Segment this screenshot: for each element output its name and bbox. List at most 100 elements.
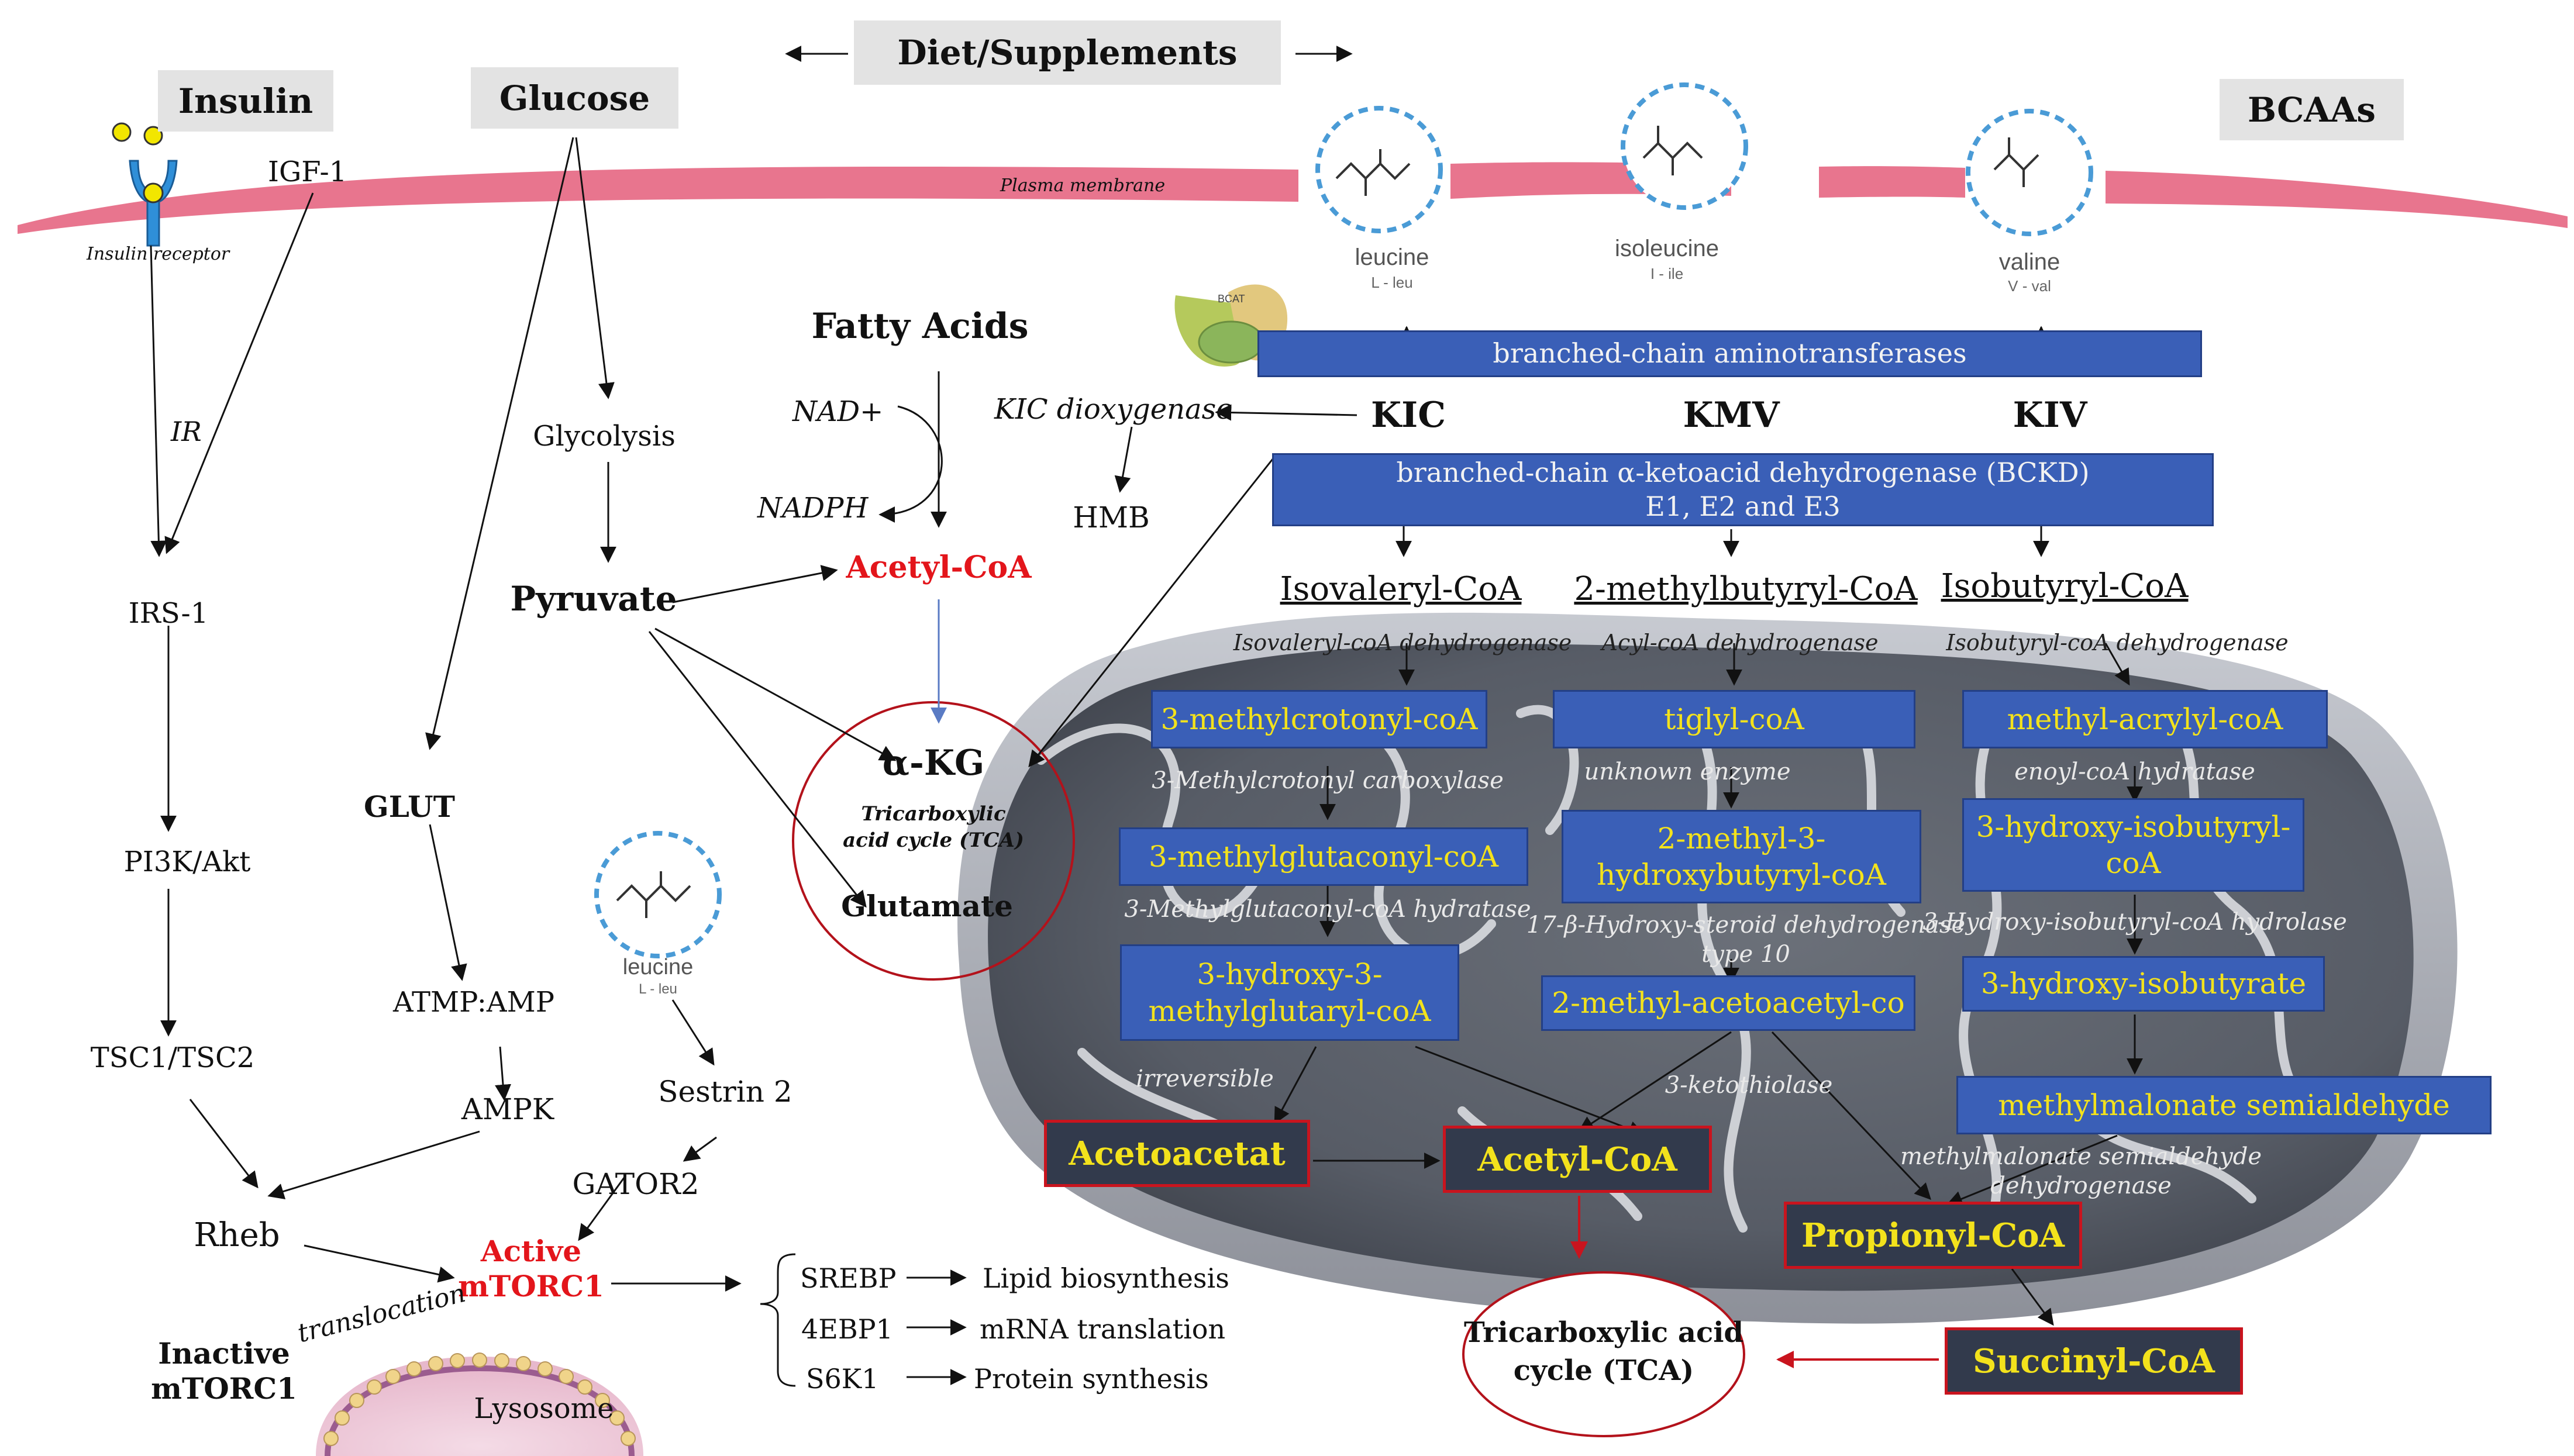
tsc-label: TSC1/TSC2 [90,1041,255,1074]
pi3k-label: PI3K/Akt [123,846,251,878]
plasma-membrane-label: Plasma membrane [1000,175,1166,196]
methylbutyryl-coa-label: 2-methylbutyryl-CoA [1574,570,1918,608]
methyl-acetoacetyl-co-box: 2-methyl-acetoacetyl-co [1541,975,1915,1031]
bckd-line1: branched-chain α-ketoacid dehydrogenase … [1396,457,2090,488]
molecule-structures [616,126,2039,918]
tca-bottom-line2: cycle (TCA) [1513,1354,1694,1387]
sestrin2-label: Sestrin 2 [658,1075,792,1109]
propionyl-coa-box: Propionyl-CoA [1784,1202,2082,1269]
hmb-label: HMB [1073,501,1150,534]
isovaleryl-dehydrogenase-note: Isovaleryl-coA dehydrogenase [1233,630,1572,655]
insulin-label: Insulin [158,70,333,132]
mhb-line1: 2-methyl-3- [1657,821,1826,855]
isobutyryl-dehydrogenase-note: Isobutyryl-coA dehydrogenase [1946,630,2289,655]
protein-synthesis-label: Protein synthesis [974,1363,1209,1395]
tca-small-line1: Tricarboxylic [861,802,1006,826]
acetyl-coa-box: Acetyl-CoA [1443,1126,1712,1193]
isoleucine-name: isoleucine [1615,236,1719,261]
glut-label: GLUT [364,789,455,824]
hmg-line1: 3-hydroxy-3- [1197,957,1383,991]
lipid-biosynthesis-label: Lipid biosynthesis [983,1262,1229,1294]
insulin-receptor-label: Insulin receptor [87,244,230,264]
isobutyryl-coa-label: Isobutyryl-CoA [1941,567,2189,605]
inactive-mtorc1-line1: Inactive [158,1336,290,1371]
methylmalonate-semialdehyde-box: methylmalonate semialdehyde [1956,1076,2492,1134]
atmp-amp-label: ATMP:AMP [392,986,555,1019]
valine-ring [1966,109,2093,236]
methylcrotonyl-carboxylase-note: 3-Methylcrotonyl carboxylase [1152,767,1504,794]
fatty-acids-label: Fatty Acids [811,306,1029,347]
nadph-label: NADPH [757,492,869,525]
hmg-line2: methylglutaryl-coA [1148,993,1431,1028]
kmv-label: KMV [1683,395,1780,436]
lysosome-icon [316,1353,643,1456]
glutamate-label: Glutamate [841,889,1013,923]
succinyl-coa-box: Succinyl-CoA [1945,1327,2243,1395]
methylcrotonyl-coa-box: 3-methylcrotonyl-coA [1151,690,1487,748]
hydroxy-isobutyryl-hydrolase-note: 3-Hydroxy-isobutyryl-coA hydrolase [1922,909,2347,936]
plasma-membrane-right-2 [1819,166,1965,198]
plasma-membrane-right-3 [2106,171,2568,228]
methyl-hydroxybutyryl-coa-box: 2-methyl-3- hydroxybutyryl-coA [1562,810,1921,903]
nad-label: NAD+ [792,395,884,428]
tca-bottom-line1: Tricarboxylic acid [1464,1316,1743,1349]
leucine2-abbr: L - leu [639,981,677,997]
bcat-icon-label: BCAT [1218,293,1245,305]
kic-dioxygenase-label: KIC dioxygenase [994,393,1233,426]
methyl-acrylyl-coa-box: methyl-acrylyl-coA [1962,690,2328,748]
plasma-membrane [18,166,1298,234]
acetoacetat-box: Acetoacetat [1044,1120,1310,1187]
igf1-label: IGF-1 [268,156,347,188]
acetyl-coa-top-label: Acetyl-CoA [846,550,1032,585]
isovaleryl-coa-label: Isovaleryl-CoA [1280,570,1522,608]
glucose-label: Glucose [471,67,678,129]
leucine2-ring [594,831,722,958]
rheb-label: Rheb [194,1216,280,1254]
hib-coa-line1: 3-hydroxy-isobutyryl- [1976,809,2291,844]
mmsa-dehydrogenase-note-1: methylmalonate semialdehyde [1900,1143,2262,1170]
tiglyl-coa-box: tiglyl-coA [1553,690,1915,748]
ampk-label: AMPK [461,1092,554,1126]
inactive-mtorc1-line2: mTORC1 [151,1371,297,1406]
methylglutaconyl-coa-box: 3-methylglutaconyl-coA [1119,827,1528,886]
enoyl-hydratase-note: enoyl-coA hydratase [2014,758,2255,785]
insulin-receptor-icon [112,122,178,247]
hydroxy-isobutyryl-coa-box: 3-hydroxy-isobutyryl- coA [1962,798,2304,892]
irreversible-note: irreversible [1136,1065,1274,1092]
hib-coa-line2: coA [2106,846,2161,880]
active-mtorc1-line1: Active [480,1234,582,1268]
tca-small-line2: acid cycle (TCA) [843,829,1024,852]
valine-name: valine [1998,249,2060,275]
ketothiolase-note: 3-ketothiolase [1665,1072,1833,1099]
kic-label: KIC [1371,395,1446,436]
isoleucine-abbr: I - ile [1650,265,1684,282]
unknown-enzyme-note: unknown enzyme [1584,758,1791,785]
leucine-abbr: L - leu [1371,274,1413,291]
hydroxy-methylglutaryl-coa-box: 3-hydroxy-3- methylglutaryl-coA [1120,944,1459,1041]
bcaas-label: BCAAs [2220,79,2404,140]
hydroxysteroid-dehydrogenase-note-2: type 10 [1701,941,1790,968]
mrna-translation-label: mRNA translation [980,1313,1226,1345]
s6k1-label: S6K1 [806,1363,879,1395]
irs1-label: IRS-1 [128,597,209,630]
mhb-line2: hydroxybutyryl-coA [1597,858,1886,892]
bcat-enzyme-box: branched-chain aminotransferases [1257,330,2202,377]
hydroxysteroid-dehydrogenase-note-1: 17-β-Hydroxy-steroid dehydrogenase [1526,912,1966,939]
leucine-ring [1315,106,1443,233]
glycolysis-label: Glycolysis [533,420,676,453]
acyl-dehydrogenase-note: Acyl-coA dehydrogenase [1601,630,1879,655]
alpha-kg-label: α-KG [882,743,985,784]
lysosome-label: Lysosome [474,1392,614,1425]
gator2-label: GATOR2 [572,1167,700,1201]
pyruvate-label: Pyruvate [510,579,677,619]
ir-label: IR [171,416,202,447]
leucine-name: leucine [1355,244,1429,270]
bckd-enzyme-box: branched-chain α-ketoacid dehydrogenase … [1272,453,2214,526]
kiv-label: KIV [2013,395,2087,436]
srebp-label: SREBP [800,1262,897,1294]
leucine2-name: leucine [622,955,694,979]
valine-abbr: V - val [2008,277,2051,295]
hydroxy-isobutyrate-box: 3-hydroxy-isobutyrate [1962,956,2325,1012]
tca-bottom-ellipse [1462,1271,1745,1437]
